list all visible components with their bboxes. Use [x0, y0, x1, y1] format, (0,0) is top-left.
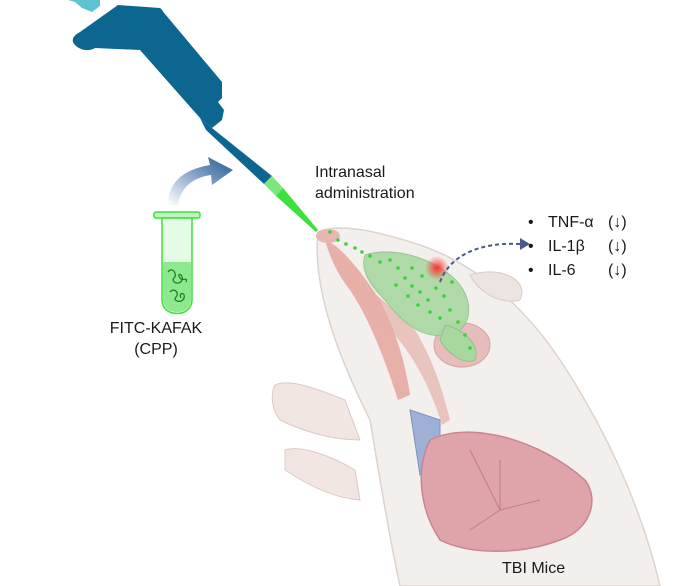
- cytokine-name: IL-6: [548, 262, 576, 279]
- cytokine-change: (↓): [608, 214, 627, 231]
- bullet: •: [528, 238, 534, 255]
- cytokine-change: (↓): [608, 262, 627, 279]
- cytokine-list: • TNF-α (↓) • IL-1β (↓) • IL-6 (↓): [528, 211, 627, 283]
- tube: [153, 211, 201, 315]
- tube-label-line: (CPP): [134, 341, 178, 358]
- tube-label: FITC-KAFAK (CPP): [100, 318, 212, 360]
- tube-label-line: FITC-KAFAK: [109, 320, 203, 337]
- bullet: •: [528, 214, 534, 231]
- cytokine-name: IL-1β: [548, 238, 585, 255]
- cytokine-item: • IL-6 (↓): [528, 259, 627, 283]
- pipette: [68, 0, 318, 232]
- route-label-line: Intranasal: [315, 164, 386, 181]
- cytokine-item: • IL-1β (↓): [528, 235, 627, 259]
- mouse: [271, 227, 661, 586]
- route-label-line: administration: [315, 185, 415, 202]
- arrow-head-icon: [520, 238, 530, 250]
- route-label: Intranasal administration: [315, 162, 415, 204]
- fitc-particles: [328, 230, 472, 350]
- cytokine-name: TNF-α: [548, 214, 594, 231]
- subject-label: TBI Mice: [502, 560, 566, 577]
- transfer-arrow: [168, 157, 233, 205]
- bullet: •: [528, 262, 534, 279]
- effect-arrow: [439, 242, 521, 283]
- cytokine-change: (↓): [608, 238, 627, 255]
- cytokine-item: • TNF-α (↓): [528, 211, 627, 235]
